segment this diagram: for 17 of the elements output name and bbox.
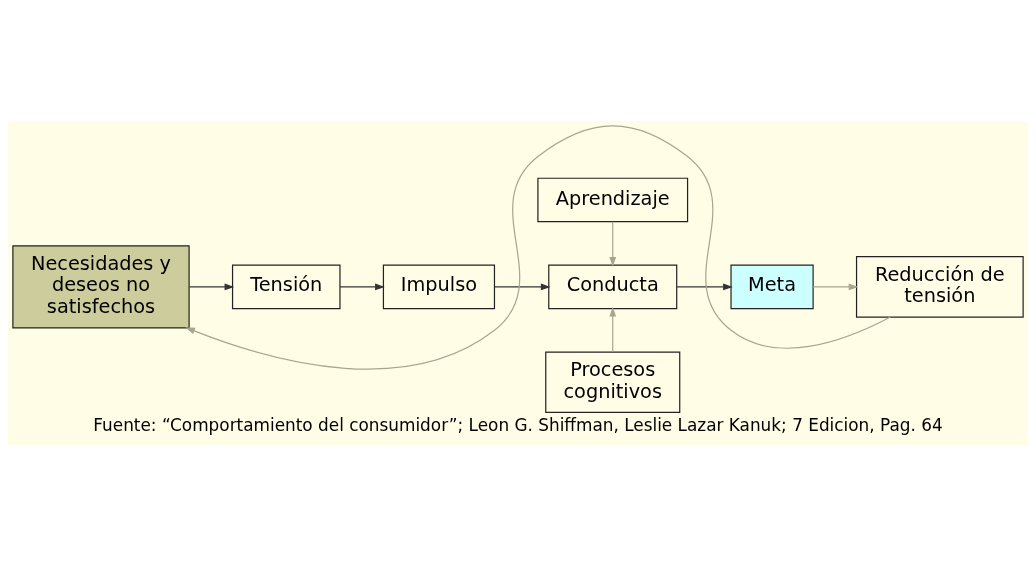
arrow	[676, 283, 733, 290]
arrow	[339, 283, 385, 290]
node-box: Necesidades y deseos no satisfechos	[12, 244, 190, 329]
arrow	[609, 306, 617, 352]
arrow	[185, 124, 891, 370]
node-box: Tensión	[231, 264, 341, 309]
arrow	[188, 283, 235, 290]
arrow	[609, 220, 617, 267]
node-box: Conducta	[548, 264, 678, 309]
node-box: Reducción de tensión	[855, 255, 1024, 318]
arrow	[812, 283, 859, 290]
node-box: Impulso	[382, 264, 496, 309]
node-box: Meta	[730, 264, 814, 309]
caption: Fuente: “Comportamiento del consumidor”; Leon G. Shiffman, Leslie Lazar Kanuk; 7 Edicion, Pag. 64	[93, 414, 943, 435]
node-box: Aprendizaje	[537, 177, 689, 222]
node-box: Procesos cognitivos	[545, 350, 681, 413]
arrow	[494, 283, 551, 290]
